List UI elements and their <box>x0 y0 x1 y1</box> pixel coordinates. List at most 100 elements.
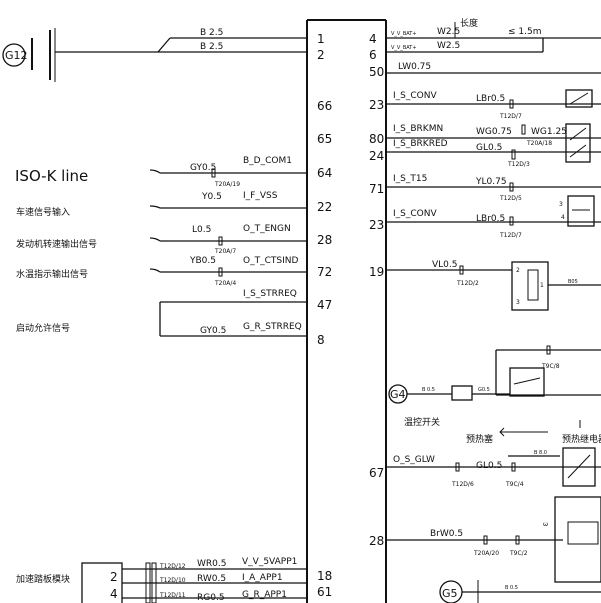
wire-color-label: YL0.75 <box>475 177 507 187</box>
signal-name: O_T_CTSIND <box>243 256 298 266</box>
signal-name: I_S_CONV <box>393 209 437 219</box>
accel-pedal-module: 2 4 T12D/12 T12D/10 T12D/11 WR0.5 RW0.5 … <box>81 557 307 603</box>
right-pin: 80 <box>369 132 384 146</box>
left-pin: 18 <box>317 569 332 583</box>
module-pin: 2 <box>110 570 118 584</box>
terminal-label: T12D/5 <box>499 195 522 202</box>
left-signal-wires: GY0.5 B_D_COM1 T20A/19 Y0.5 I_F_VSS L0.5… <box>149 156 307 337</box>
conv-switch-wire-2: I_S_CONV LBr0.5 T12D/7 3 4 <box>386 195 601 239</box>
temp-switch-label: 温控开关 <box>404 416 440 428</box>
signal-name: I_S_BRKMN <box>393 124 443 134</box>
terminal-label: T12D/3 <box>507 161 530 168</box>
svg-text:1: 1 <box>540 282 544 289</box>
length-value: ≤ 1.5m <box>508 27 541 37</box>
module-pin: 4 <box>110 587 118 601</box>
left-pin: 8 <box>317 333 325 347</box>
svg-text:3: 3 <box>559 201 563 208</box>
wire-color-label: YB0.5 <box>189 256 216 266</box>
start-permit-label: 启动允许信号 <box>16 322 70 334</box>
wire-color-label: LBr0.5 <box>476 94 505 104</box>
engine-speed-label: 发动机转速输出信号 <box>16 238 97 250</box>
g5-connector: G5 B 0.5 <box>439 580 601 603</box>
preheat-relay-label: 预热继电器 <box>562 433 601 445</box>
terminal-label: T20A/4 <box>214 280 236 287</box>
ecu-connector <box>306 19 387 603</box>
signal-name: O_S_GLW <box>393 455 435 465</box>
left-pin: 64 <box>317 166 332 180</box>
signal-name: I_S_STRREQ <box>243 289 297 299</box>
wire-color-label: LBr0.5 <box>476 214 505 224</box>
t15-wire: I_S_T15 YL0.75 T12D/5 <box>386 174 601 202</box>
right-pin: 24 <box>369 149 384 163</box>
wire-color-label: GY0.5 <box>190 163 216 173</box>
preheat-relay-block: T9C/8 <box>495 345 601 397</box>
right-pin: 50 <box>369 65 384 79</box>
right-pin: 4 <box>369 32 377 46</box>
signal-name: I_S_BRKRED <box>393 139 448 149</box>
ground-wires: B 2.5 B 2.5 <box>55 28 307 53</box>
wire-color-label: GL0.5 <box>476 461 502 471</box>
terminal-label: T12D/7 <box>499 113 522 120</box>
ecu-left-pins: 1 2 66 65 64 22 28 72 47 8 18 61 <box>317 32 332 599</box>
left-pin: 1 <box>317 32 325 46</box>
signal-name: V_V_BAT+ <box>391 45 417 51</box>
terminal-label: T9C/8 <box>541 363 560 370</box>
svg-text:3: 3 <box>516 299 520 306</box>
right-pin: 23 <box>369 98 384 112</box>
signal-name: O_T_ENGN <box>243 224 291 234</box>
wire-color-label: LW0.75 <box>398 62 431 72</box>
pin-28-wire: BrW0.5 T20A/20 T9C/2 ω <box>386 496 601 583</box>
terminal-label: T20A/18 <box>526 140 552 147</box>
signal-name: I_F_VSS <box>243 191 278 201</box>
wire-color-label: B 8.0 <box>534 450 547 456</box>
wire-color-label: W2.5 <box>437 27 460 37</box>
wire-color-label: B 2.5 <box>200 42 223 52</box>
left-pin: 22 <box>317 200 332 214</box>
right-pin: 28 <box>369 534 384 548</box>
wire-color-label: BrW0.5 <box>430 529 463 539</box>
g12-connector: G12 <box>2 28 56 82</box>
terminal-label: T12D/12 <box>159 563 186 570</box>
wire-color-label: WG1.25 <box>531 127 567 137</box>
terminal-label: T12D/2 <box>456 280 479 287</box>
right-pin: 67 <box>369 466 384 480</box>
wire-color-label: L0.5 <box>192 225 211 235</box>
glow-output-wire: O_S_GLW GL0.5 T12D/6 T9C/4 B 8.0 <box>386 447 601 488</box>
wire-color-label: W2.5 <box>437 41 460 51</box>
svg-text:ω: ω <box>543 521 548 528</box>
preheat-plug-label: 预热塞 <box>466 433 493 445</box>
wire-color-label: WG0.75 <box>476 127 512 137</box>
left-pin: 66 <box>317 99 332 113</box>
preheat-arrows <box>499 420 581 437</box>
g12-label: G12 <box>5 49 28 62</box>
signal-name: I_S_T15 <box>393 174 427 184</box>
coolant-temp-label: 水温指示输出信号 <box>16 268 88 280</box>
battery-supply-wires: V_V_BAT+ V_V_BAT+ W2.5 W2.5 长度 ≤ 1.5m <box>386 17 601 53</box>
wire-color-label: B 0.5 <box>505 585 518 591</box>
signal-name: G_R_APP1 <box>242 590 287 600</box>
length-label: 长度 <box>460 17 478 29</box>
left-pin: 2 <box>317 48 325 62</box>
terminal-label: T12D/6 <box>451 481 474 488</box>
terminal-label: T12D/11 <box>159 592 186 599</box>
wire-color-label: WR0.5 <box>197 559 226 569</box>
iso-k-line-label: ISO-K line <box>15 167 88 185</box>
signal-name: I_A_APP1 <box>242 573 283 583</box>
ecu-right-pins: 4 6 50 23 80 24 71 23 19 67 28 <box>369 32 384 548</box>
left-pin: 72 <box>317 265 332 279</box>
terminal-label: T20A/7 <box>214 248 236 255</box>
signal-name: V_V_BAT+ <box>391 31 417 37</box>
wire-color-label: G0.5 <box>478 387 490 393</box>
g5-label: G5 <box>442 587 458 600</box>
terminal-label: T9C/4 <box>505 481 524 488</box>
svg-text:2: 2 <box>516 267 520 274</box>
wire-color-label: B 2.5 <box>200 28 223 38</box>
vehicle-speed-label: 车速信号输入 <box>16 206 70 218</box>
wire-color-label: Y0.5 <box>201 192 222 202</box>
signal-name: B_D_COM1 <box>243 156 292 166</box>
terminal-label: T9C/2 <box>509 550 528 557</box>
wire-color-label: B 0.5 <box>422 387 435 393</box>
signal-name: V_V_5VAPP1 <box>242 557 297 567</box>
terminal-label: T12D/10 <box>159 577 186 584</box>
left-pin: 47 <box>317 298 332 312</box>
